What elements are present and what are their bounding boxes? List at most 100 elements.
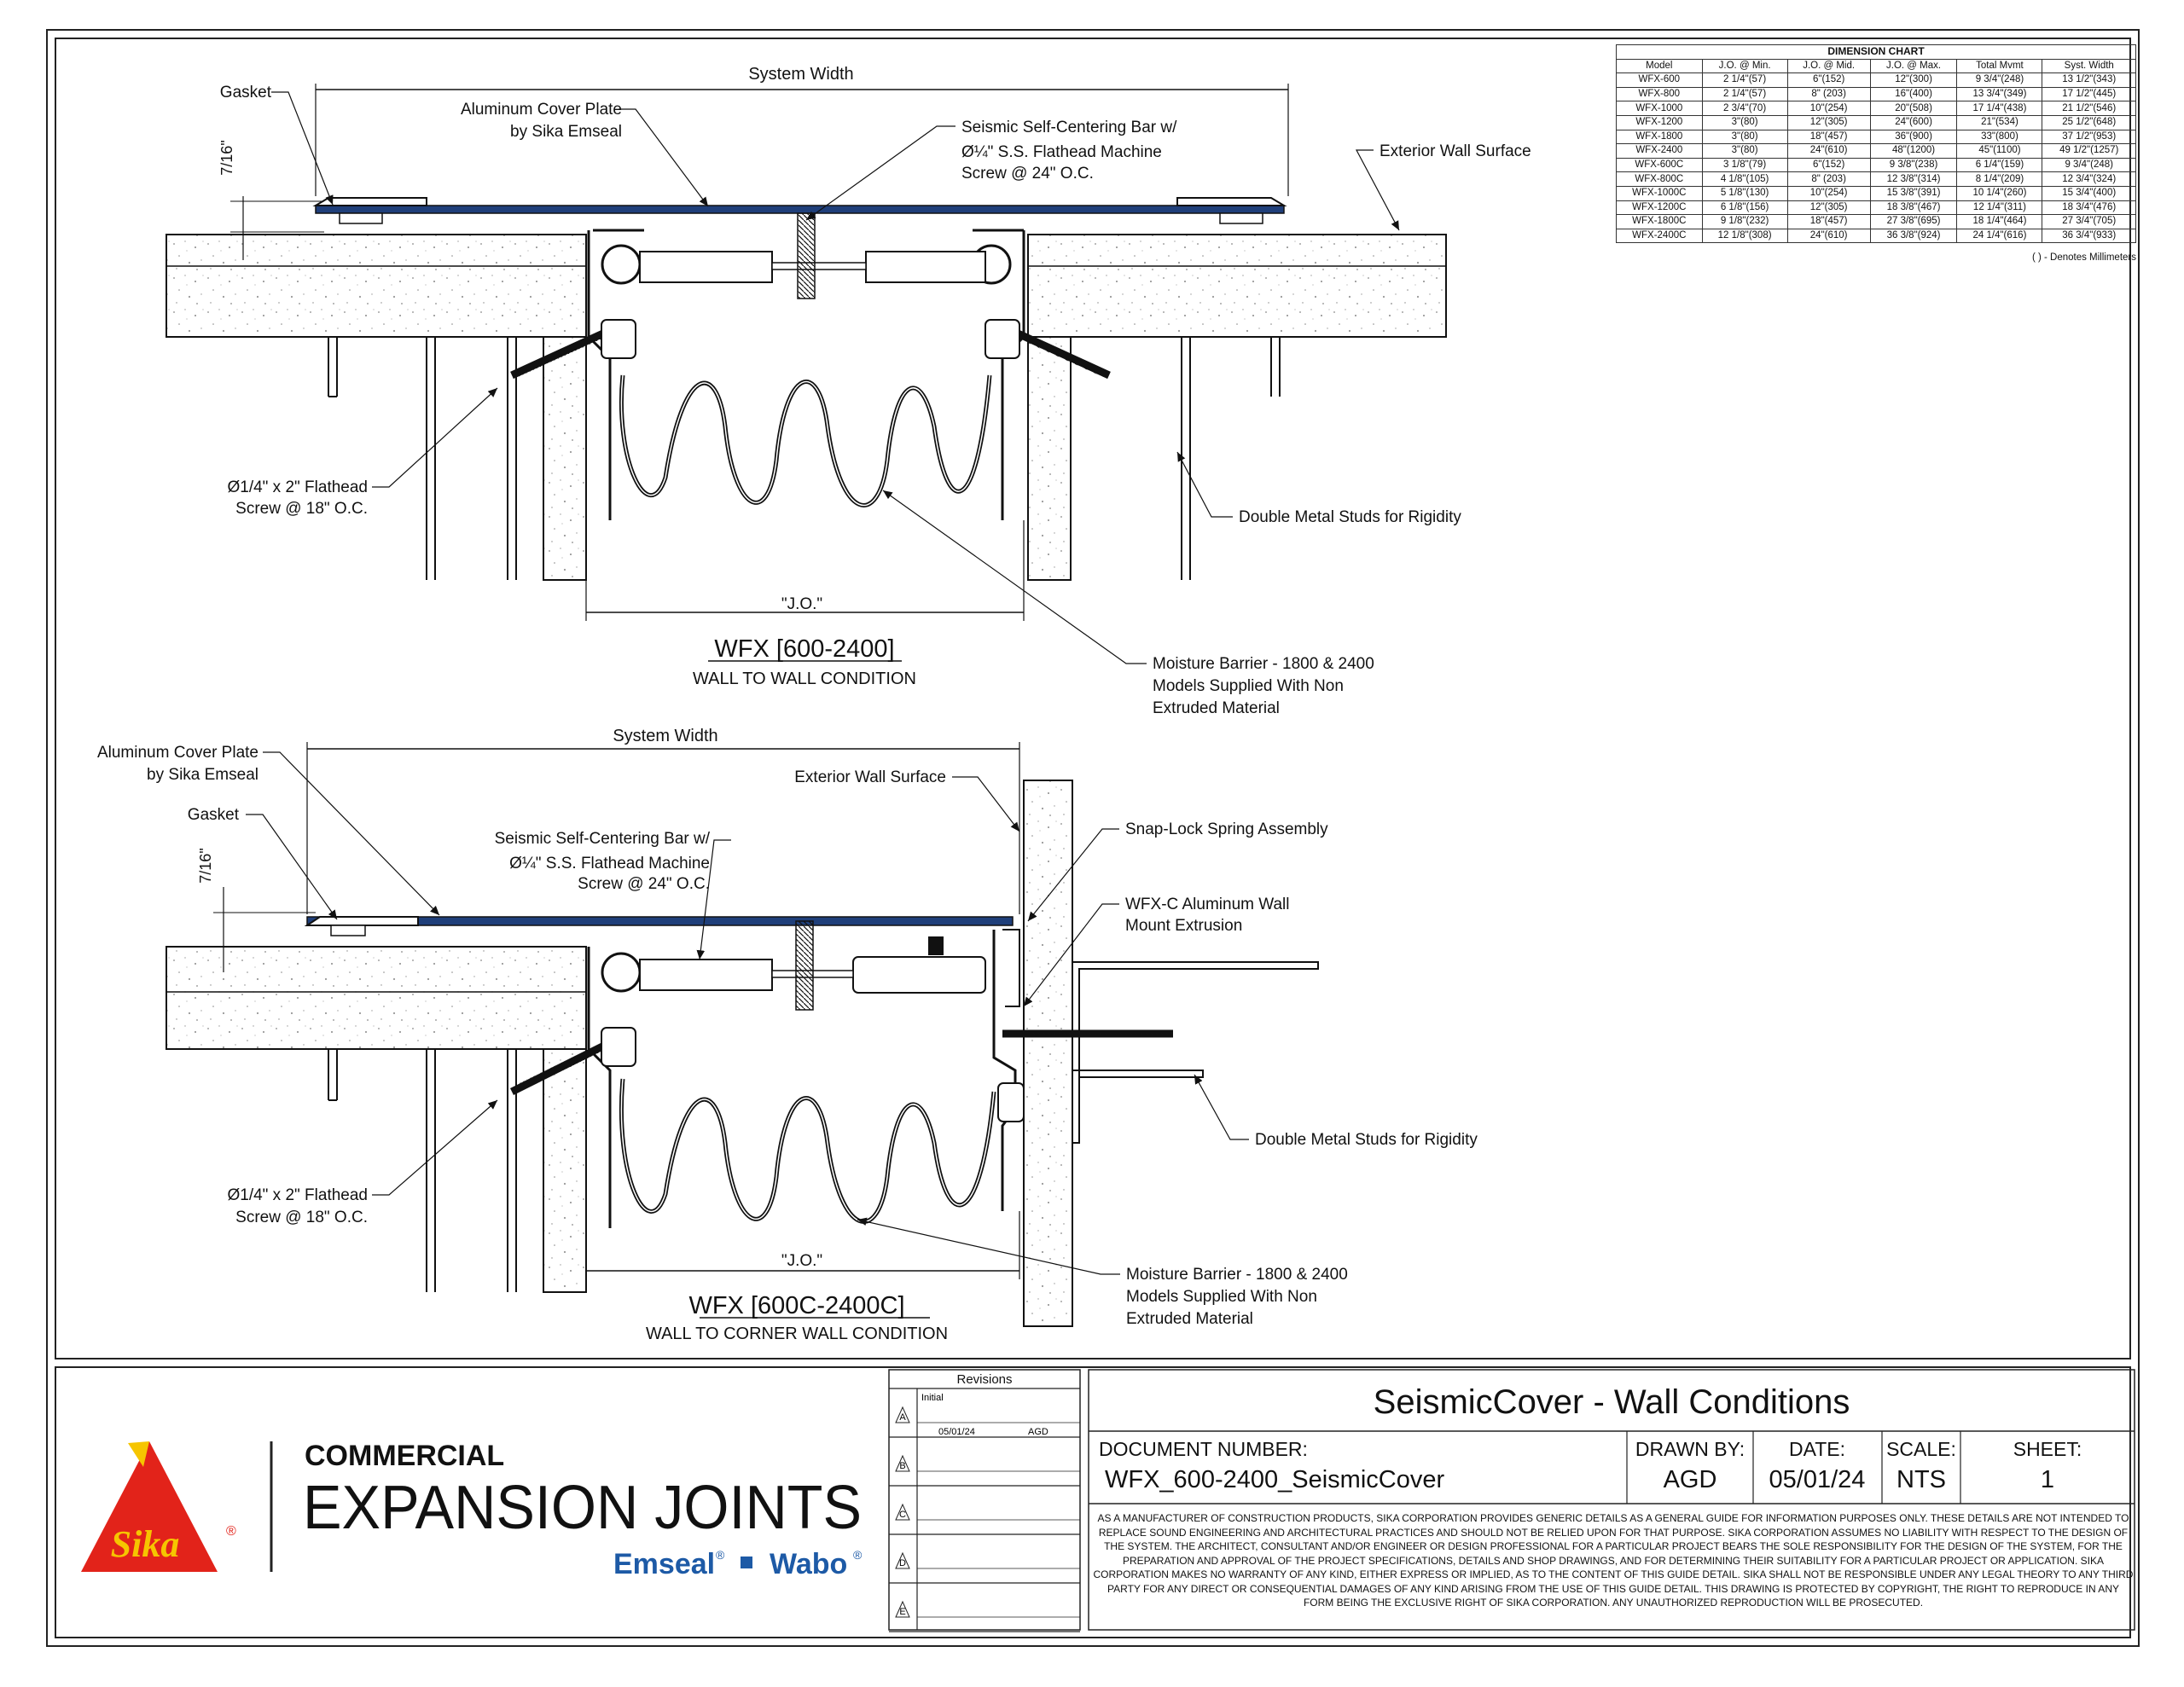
table-cell: 6 1/4"(159) — [1956, 157, 2043, 173]
table-cell: 17 1/2"(445) — [2042, 86, 2136, 102]
revision-letter: A — [899, 1412, 906, 1423]
bottom-cover-plate-label-2: by Sika Emseal — [147, 766, 258, 784]
table-cell: WFX-1200C — [1616, 200, 1703, 216]
table-cell: 9 3/8"(238) — [1869, 157, 1958, 173]
dimension-chart-header: J.O. @ Mid. — [1786, 58, 1871, 74]
top-screw-label-1: Ø1/4" x 2" Flathead — [227, 478, 368, 496]
revision-description: Initial — [921, 1393, 944, 1403]
revision-triangle-icon — [895, 1503, 910, 1521]
table-cell: 3"(80) — [1701, 143, 1788, 159]
bottom-moisture-label-3: Extruded Material — [1126, 1310, 1253, 1328]
top-exterior-label: Exterior Wall Surface — [1380, 142, 1531, 160]
detail-top: System Width Gasket Aluminum Cover Plate… — [166, 65, 1531, 717]
title-block: SeismicCover - Wall Conditions DOCUMENT … — [1088, 1369, 2135, 1631]
dimension-chart-header: J.O. @ Max. — [1869, 58, 1958, 74]
table-cell: 21 1/2"(546) — [2042, 101, 2136, 116]
table-cell: WFX-2400C — [1616, 228, 1703, 244]
table-cell: WFX-1800C — [1616, 214, 1703, 229]
top-system-width: System Width — [748, 65, 853, 84]
table-cell: 12 3/4"(324) — [2042, 171, 2136, 187]
bottom-wfxc-label-2: Mount Extrusion — [1125, 917, 1242, 935]
bottom-moisture-label-1: Moisture Barrier - 1800 & 2400 — [1126, 1266, 1348, 1284]
sika-registered: ® — [226, 1524, 236, 1539]
table-cell: 13 1/2"(343) — [2042, 72, 2136, 88]
revisions-title: Revisions — [956, 1372, 1012, 1387]
table-cell: 12 1/8"(308) — [1701, 228, 1788, 244]
table-cell: 3 1/8"(79) — [1701, 157, 1788, 173]
top-screw-label-2: Screw @ 18" O.C. — [235, 500, 368, 518]
bottom-exterior-label: Exterior Wall Surface — [794, 768, 946, 786]
table-cell: 24 1/4"(616) — [1956, 228, 2043, 244]
top-bar-label-2: Ø¼" S.S. Flathead Machine — [961, 143, 1162, 161]
dimension-chart-header: Syst. Width — [2042, 58, 2136, 74]
top-detail-subtitle: WALL TO WALL CONDITION — [693, 670, 916, 688]
revision-triangle-icon — [895, 1406, 910, 1423]
scale-value: NTS — [1896, 1466, 1946, 1493]
date-value: 05/01/24 — [1769, 1466, 1866, 1493]
bottom-jo-label: "J.O." — [781, 1252, 822, 1270]
table-cell: 33"(800) — [1956, 129, 2043, 145]
bottom-screw-label-1: Ø1/4" x 2" Flathead — [227, 1186, 368, 1204]
bottom-screw-label-2: Screw @ 18" O.C. — [235, 1209, 368, 1226]
table-cell: 6"(152) — [1786, 157, 1871, 173]
table-cell: 6 1/8"(156) — [1701, 200, 1788, 216]
table-cell: 12 3/8"(314) — [1869, 171, 1958, 187]
table-cell: 10"(254) — [1786, 185, 1871, 201]
table-cell: WFX-1000C — [1616, 185, 1703, 201]
disclaimer-text: AS A MANUFACTURER OF CONSTRUCTION PRODUC… — [1093, 1512, 2134, 1609]
top-studs-label: Double Metal Studs for Rigidity — [1239, 508, 1461, 526]
table-cell: 48"(1200) — [1869, 143, 1958, 159]
table-cell: WFX-1000 — [1616, 101, 1703, 116]
table-cell: WFX-800 — [1616, 86, 1703, 102]
brand-wabo-reg: ® — [853, 1548, 863, 1562]
doc-number-label: DOCUMENT NUMBER: — [1099, 1438, 1308, 1460]
table-cell: 2 3/4"(70) — [1701, 101, 1788, 116]
sheet-title: SeismicCover - Wall Conditions — [1374, 1383, 1850, 1421]
table-cell: WFX-800C — [1616, 171, 1703, 187]
table-cell: 20"(508) — [1869, 101, 1958, 116]
bottom-bar-label-1: Seismic Self-Centering Bar w/ — [495, 830, 711, 848]
top-bar-label-1: Seismic Self-Centering Bar w/ — [961, 119, 1177, 136]
table-cell: 18 3/8"(467) — [1869, 200, 1958, 216]
table-cell: 9 3/4"(248) — [2042, 157, 2136, 173]
bottom-bar-label-3: Screw @ 24" O.C. — [578, 875, 710, 893]
scale-label: SCALE: — [1886, 1438, 1956, 1460]
bottom-system-width: System Width — [613, 727, 717, 745]
table-cell: 12"(305) — [1786, 200, 1871, 216]
drawn-by-label: DRAWN BY: — [1635, 1438, 1745, 1460]
bottom-detail-title: WFX [600C-2400C] — [688, 1292, 904, 1319]
table-cell: 2 1/4"(57) — [1701, 72, 1788, 88]
revision-triangle-icon — [895, 1454, 910, 1472]
table-cell: 16"(400) — [1869, 86, 1958, 102]
table-cell: 6"(152) — [1786, 72, 1871, 88]
top-moisture-label-1: Moisture Barrier - 1800 & 2400 — [1153, 655, 1374, 673]
sheet-label: SHEET: — [2013, 1438, 2082, 1460]
table-cell: 4 1/8"(105) — [1701, 171, 1788, 187]
table-cell: 37 1/2"(953) — [2042, 129, 2136, 145]
detail-bottom: System Width Aluminum Cover Plate by Sik… — [97, 727, 1478, 1343]
dimension-chart-title: DIMENSION CHART — [1616, 44, 2136, 60]
bottom-studs-label: Double Metal Studs for Rigidity — [1255, 1131, 1478, 1149]
table-cell: 8 1/4"(209) — [1956, 171, 2043, 187]
table-cell: 18"(457) — [1786, 214, 1871, 229]
table-cell: 13 3/4"(349) — [1956, 86, 2043, 102]
table-cell: 3"(80) — [1701, 114, 1788, 130]
dimension-chart-note: ( ) - Denotes Millimeters — [2031, 252, 2136, 263]
table-cell: 12"(300) — [1869, 72, 1958, 88]
revision-letter: B — [899, 1461, 905, 1471]
table-cell: 45"(1100) — [1956, 143, 2043, 159]
doc-number-value: WFX_600-2400_SeismicCover — [1105, 1466, 1444, 1493]
revision-date: 05/01/24 — [938, 1427, 975, 1437]
table-cell: 27 3/8"(695) — [1869, 214, 1958, 229]
table-cell: 18 1/4"(464) — [1956, 214, 2043, 229]
table-cell: 24"(600) — [1869, 114, 1958, 130]
